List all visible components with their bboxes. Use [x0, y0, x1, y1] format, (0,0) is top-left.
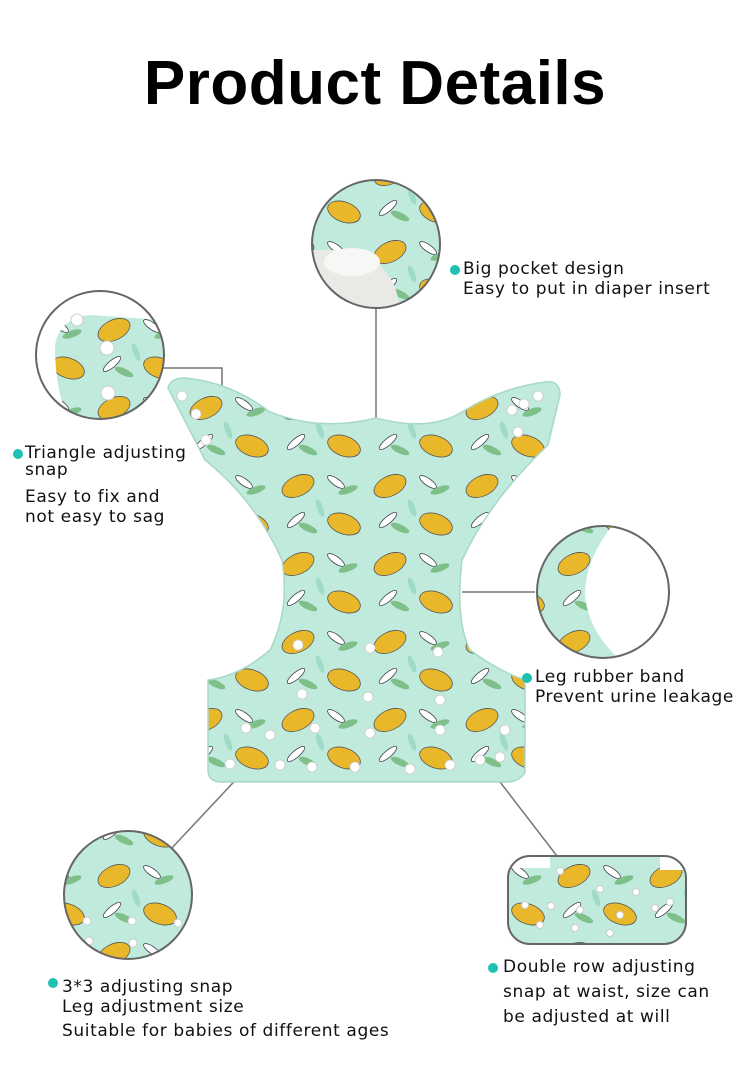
bullet-dot-icon — [13, 449, 23, 459]
detail-circle-big-pocket — [311, 179, 441, 309]
feature-label-three-by-three-snap: 3*3 adjusting snap Leg adjustment size S… — [48, 977, 389, 1041]
detail-circle-triangle-snap — [35, 290, 165, 420]
detail-box-double-row-snap — [507, 855, 687, 945]
feature-label-big-pocket: Big pocket design Easy to put in diaper … — [450, 259, 710, 299]
bullet-dot-icon — [488, 963, 498, 973]
feature-label-leg-band: Leg rubber band Prevent urine leakage — [522, 667, 734, 707]
bullet-dot-icon — [48, 978, 58, 988]
bullet-dot-icon — [450, 265, 460, 275]
bullet-dot-icon — [522, 673, 532, 683]
feature-label-double-row-snap: Double row adjusting snap at waist, size… — [488, 955, 710, 1030]
diaper-image — [167, 377, 561, 783]
detail-circle-leg-band — [536, 525, 670, 659]
detail-circle-three-by-three-snap — [63, 830, 193, 960]
page-title: Product Details — [143, 49, 607, 118]
feature-label-triangle-snap: Triangle adjusting snap Easy to fix and … — [13, 443, 186, 527]
